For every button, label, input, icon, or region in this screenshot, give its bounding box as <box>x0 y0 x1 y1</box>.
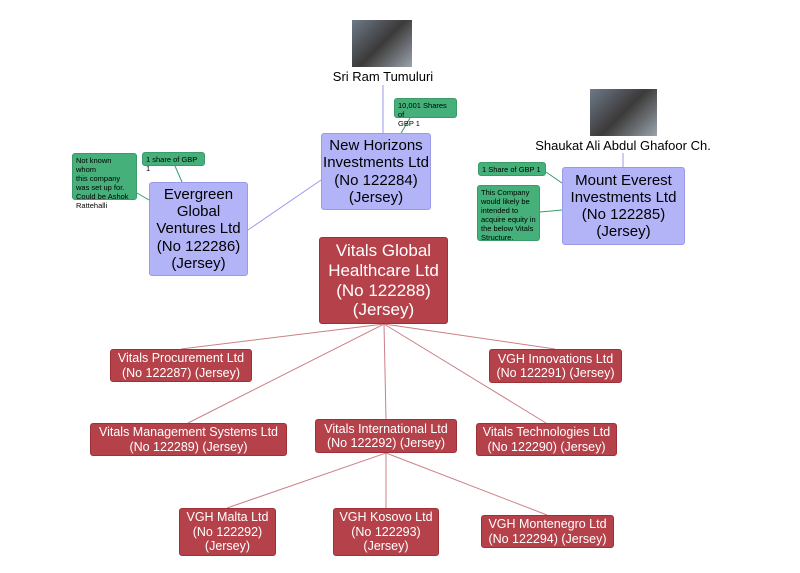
node-kosovo[interactable]: VGH Kosovo Ltd (No 122293) (Jersey) <box>333 508 439 556</box>
node-malta[interactable]: VGH Malta Ltd (No 122292) (Jersey) <box>179 508 276 556</box>
connector <box>226 452 387 509</box>
note-eg-unknown: Not known whom this company was set up f… <box>72 153 137 210</box>
note-connector <box>545 171 563 184</box>
note-connector <box>136 192 150 201</box>
connector <box>247 179 322 231</box>
node-management[interactable]: Vitals Management Systems Ltd (No 122289… <box>90 423 287 456</box>
person-photo <box>590 89 657 136</box>
note-eg-share: 1 share of GBP 1 <box>142 152 205 173</box>
node-technologies[interactable]: Vitals Technologies Ltd (No 122290) (Jer… <box>476 423 617 456</box>
person-name: Shaukat Ali Abdul Ghafoor Ch. <box>535 138 711 153</box>
node-vitals-global[interactable]: Vitals Global Healthcare Ltd (No 122288)… <box>319 237 448 324</box>
node-evergreen[interactable]: Evergreen Global Ventures Ltd (No 122286… <box>149 182 248 276</box>
note-nh-shares: 10,001 Shares of GBP 1 <box>394 98 457 128</box>
person-photo <box>352 20 412 67</box>
connector <box>383 323 556 350</box>
connector <box>383 323 387 420</box>
note-connector <box>539 209 563 213</box>
node-mount-everest[interactable]: Mount Everest Investments Ltd (No 122285… <box>562 167 685 245</box>
note-me-share: 1 Share of GBP 1 <box>478 162 546 176</box>
note-connector <box>174 165 183 183</box>
connector <box>180 323 385 350</box>
note-connector <box>399 117 411 136</box>
note-me-purpose: This Company would likely be intended to… <box>477 185 540 242</box>
connector <box>187 323 385 424</box>
node-montenegro[interactable]: VGH Montenegro Ltd (No 122294) (Jersey) <box>481 515 614 548</box>
node-new-horizons[interactable]: New Horizons Investments Ltd (No 122284)… <box>321 133 431 210</box>
person-name: Sri Ram Tumuluri <box>332 69 434 84</box>
node-innovations[interactable]: VGH Innovations Ltd (No 122291) (Jersey) <box>489 349 622 383</box>
connector <box>383 323 547 424</box>
node-international[interactable]: Vitals International Ltd (No 122292) (Je… <box>315 419 457 453</box>
connector <box>385 452 548 516</box>
node-procurement[interactable]: Vitals Procurement Ltd (No 122287) (Jers… <box>110 349 252 382</box>
